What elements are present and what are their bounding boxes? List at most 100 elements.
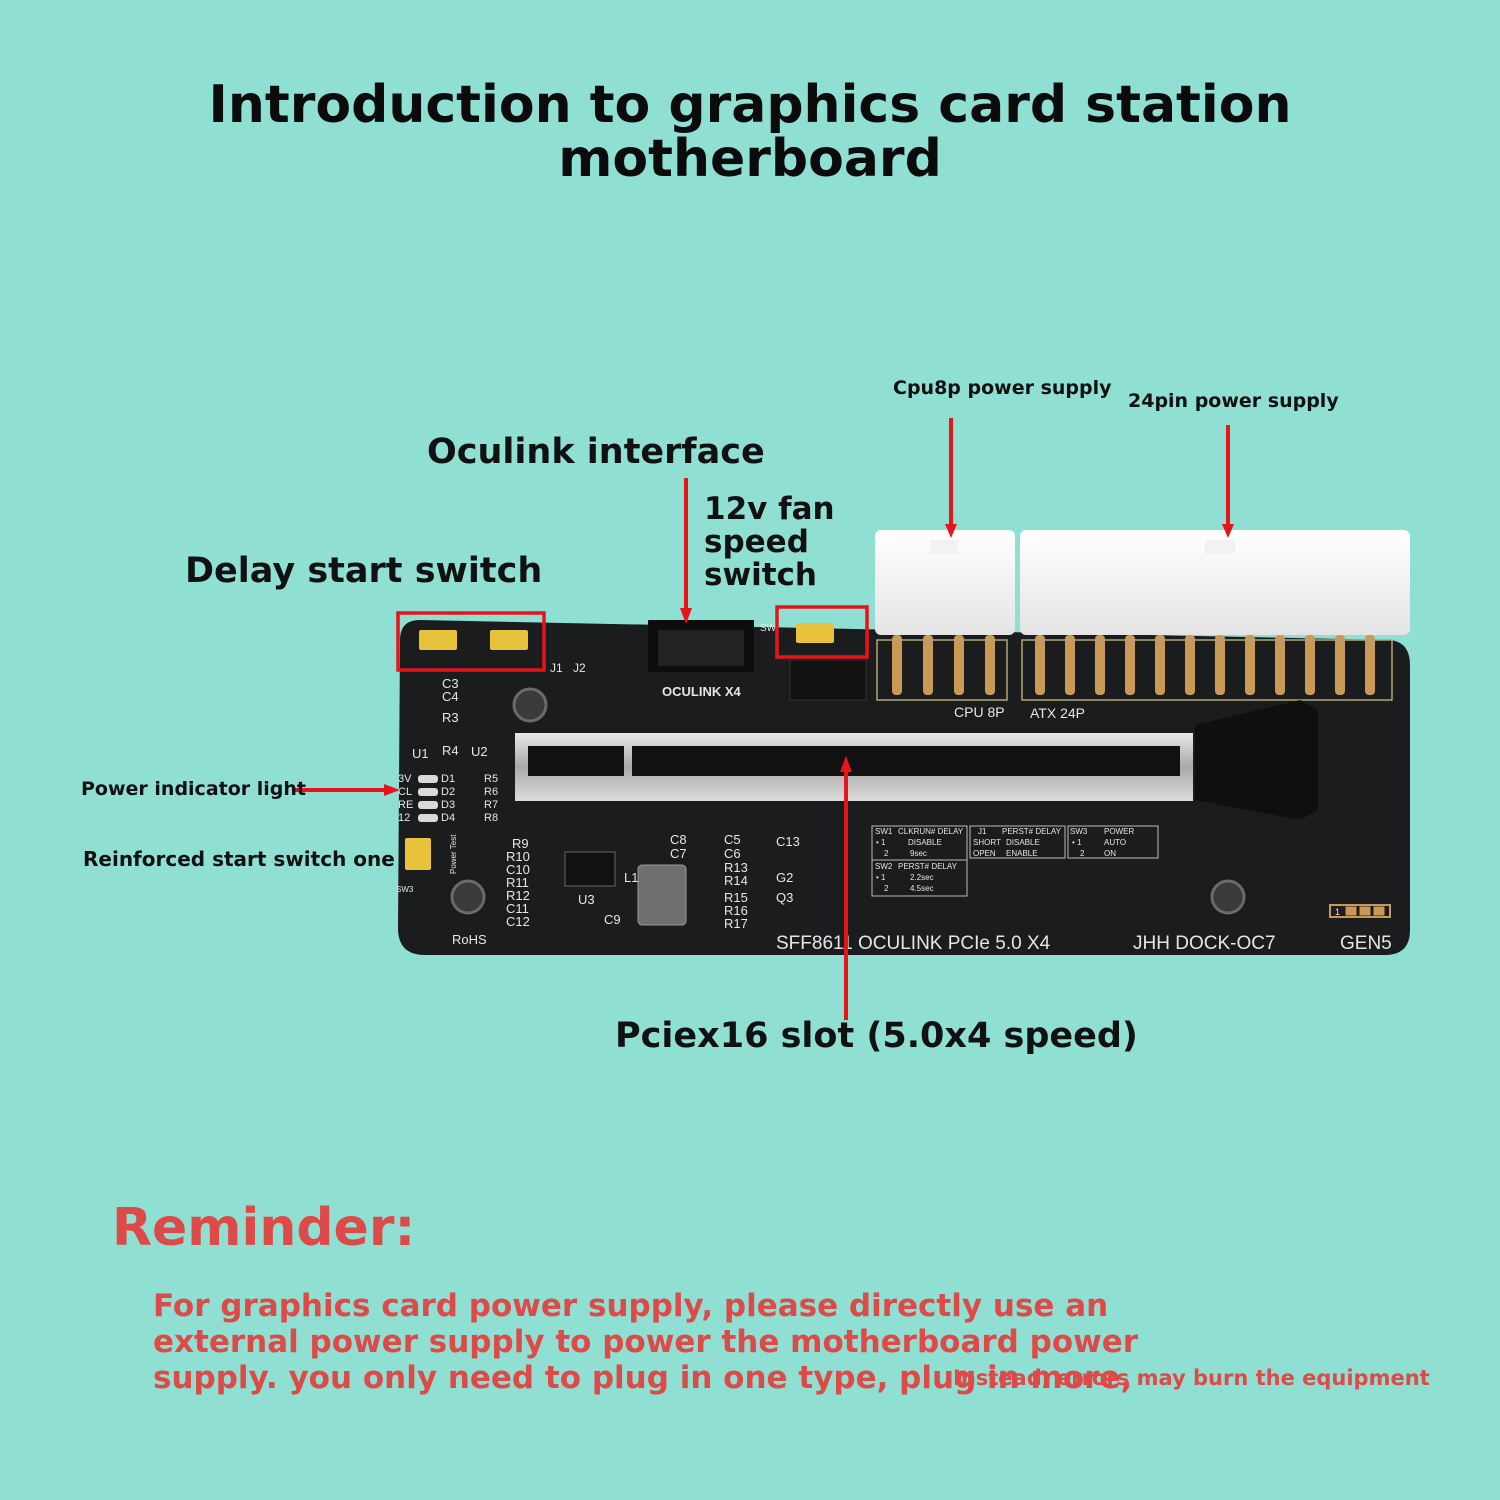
reminder-title: Reminder: [112, 1198, 416, 1258]
led-id: D3 [441, 799, 455, 811]
table-cell: • 1 [876, 838, 886, 847]
table-cell: 2.2sec [910, 873, 934, 882]
component-label: R13 [724, 860, 748, 875]
led-id: D2 [441, 786, 455, 798]
table-cell: OPEN [973, 849, 996, 858]
component-label: C13 [776, 834, 800, 849]
component-label: C7 [670, 846, 687, 861]
table-cell: DISABLE [908, 838, 942, 847]
table-cell: SW1 [875, 827, 893, 836]
table-cell: 2 [884, 849, 889, 858]
table-cell: SW2 [875, 862, 893, 871]
led-label: 3V [398, 773, 412, 785]
component-label: R14 [724, 873, 748, 888]
component-label: C5 [724, 832, 741, 847]
table-cell: ENABLE [1006, 849, 1038, 858]
table-cell: DISABLE [1006, 838, 1040, 847]
rohs-label: RoHS [452, 932, 487, 947]
table-cell: SW3 [1070, 827, 1088, 836]
cpu-8p-label: CPU 8P [954, 704, 1005, 720]
component-label: R17 [724, 916, 748, 931]
table-cell: AUTO [1104, 838, 1126, 847]
u3-label: U3 [578, 892, 595, 907]
delay-switch-highlight [396, 611, 546, 672]
label-fan-switch: 12v fan speed switch [704, 493, 835, 592]
arrow-24pin-head [1222, 524, 1234, 538]
label-reinforced-switch: Reinforced start switch one [83, 847, 395, 871]
cpu-8p-connector [875, 530, 1015, 701]
table-cell: POWER [1104, 827, 1134, 836]
atx-24p-label: ATX 24P [1030, 705, 1085, 721]
highlight-boxes [396, 605, 869, 672]
j2-label: J2 [573, 661, 586, 675]
power-leds [418, 775, 438, 822]
arrow-cpu8p-head [945, 524, 957, 538]
component-label: R11 [506, 875, 529, 890]
sw3-label: SW3 [396, 885, 414, 894]
config-table-text: SW1 CLKRUN# DELAY • 1 DISABLE 2 9sec SW2… [875, 827, 1134, 893]
component-label: C10 [506, 862, 530, 877]
power-test-label: Power Test [449, 834, 458, 874]
led-res: R7 [484, 799, 498, 811]
led-id: D1 [441, 773, 455, 785]
table-cell: CLKRUN# DELAY [898, 827, 964, 836]
led-labels: 3V CL RE 12 D1 D2 D3 D4 R5 R6 R7 R8 [398, 773, 498, 824]
component-label: C6 [724, 846, 741, 861]
label-pcie-slot: Pciex16 slot (5.0x4 speed) [615, 1016, 1138, 1056]
components-left: R9 R10 C10 R11 R12 C11 C12 [506, 836, 530, 929]
config-table [871, 825, 1159, 897]
led-id: D4 [441, 812, 455, 824]
table-cell: J1 [978, 827, 987, 836]
r3-label: R3 [442, 710, 459, 725]
reminder-line: For graphics card power supply, please d… [153, 1288, 1109, 1324]
c4-label: C4 [442, 689, 459, 704]
arrow-pcie-head [840, 756, 852, 772]
footer-mid-label: JHH DOCK-OC7 [1133, 933, 1276, 954]
connector-1-label: 1 [1335, 907, 1340, 917]
component-label: R16 [724, 903, 748, 918]
page-title: Introduction to graphics card station mo… [200, 78, 1300, 186]
gen5-connector [1329, 904, 1391, 918]
screw-holes [450, 687, 1246, 915]
u1-label: U1 [412, 746, 429, 761]
led-res: R5 [484, 773, 498, 785]
table-cell: 2 [884, 884, 889, 893]
title-line-2: motherboard [558, 129, 942, 189]
component-label: G2 [776, 870, 793, 885]
component-label: C12 [506, 914, 530, 929]
label-power-light: Power indicator light [81, 778, 306, 800]
component-label: Q3 [776, 890, 793, 905]
components-mid: C8 C7 C5 C6 C13 R13 R14 R15 R16 R17 G2 Q… [604, 832, 800, 931]
led-label: 12 [398, 812, 410, 824]
chip-u3 [564, 851, 616, 887]
arrow-oculink-head [680, 608, 692, 624]
component-label: C9 [604, 912, 621, 927]
yellow-switches [405, 623, 834, 870]
reminder-line: supply. you only need to plug in one typ… [153, 1360, 1133, 1396]
footer-right-label: GEN5 [1340, 933, 1392, 954]
reminder-body: For graphics card power supply, please d… [153, 1288, 1153, 1396]
footer-left-label: SFF8611 OCULINK PCIe 5.0 X4 [776, 933, 1051, 954]
pcie-x16-slot [515, 700, 1318, 820]
led-res: R8 [484, 812, 498, 824]
arrow-power-light-head [384, 784, 400, 796]
oculink-x4-label: OCULINK X4 [662, 684, 742, 699]
atx-24p-connector [1020, 530, 1410, 701]
label-fan-line: speed [704, 524, 809, 560]
component-label: L1 [624, 870, 638, 885]
fan-header [789, 659, 867, 701]
c3-label: C3 [442, 676, 459, 691]
reminder-tail: Instead, errors may burn the equipment [953, 1366, 1430, 1390]
annotation-arrows [292, 418, 1234, 1020]
led-res: R6 [484, 786, 498, 798]
u2-label: U2 [471, 744, 488, 759]
label-oculink: Oculink interface [427, 432, 765, 472]
reminder-line: external power supply to power the mothe… [153, 1324, 1139, 1360]
component-label: C8 [670, 832, 687, 847]
table-cell: SHORT [973, 838, 1001, 847]
table-cell: 2 [1080, 849, 1085, 858]
label-fan-line: switch [704, 557, 817, 593]
table-cell: 9sec [910, 849, 927, 858]
table-cell: • 1 [1072, 838, 1082, 847]
